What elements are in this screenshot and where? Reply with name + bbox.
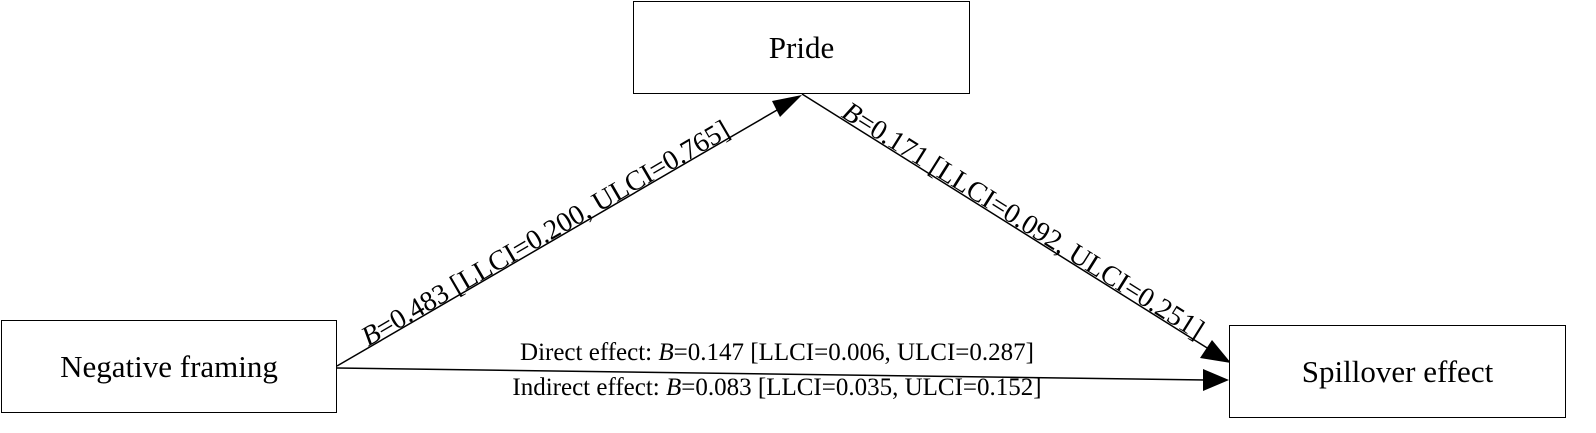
- indirect-effect-label: Indirect effect: B=0.083 [LLCI=0.035, UL…: [460, 374, 1094, 402]
- arrowhead-pride: [772, 95, 802, 117]
- direct-effect-label: Direct effect: B=0.147 [LLCI=0.006, ULCI…: [470, 339, 1084, 367]
- indirect-effect-text: =0.083 [LLCI=0.035, ULCI=0.152]: [681, 374, 1042, 401]
- arrowhead-spillover-from-pride: [1200, 340, 1231, 363]
- direct-effect-prefix: Direct effect:: [520, 339, 659, 366]
- arrow-negative-to-pride: [336, 105, 785, 367]
- node-pride-label: Pride: [768, 29, 835, 65]
- arrow-direct-effect: [336, 367, 1207, 381]
- arrowhead-spillover-direct: [1203, 369, 1229, 391]
- node-pride: Pride: [633, 1, 970, 94]
- node-negative-framing-label: Negative framing: [60, 348, 278, 384]
- indirect-effect-b-symbol: B: [666, 374, 682, 401]
- arrow-pride-to-spillover: [801, 93, 1213, 352]
- direct-effect-text: =0.147 [LLCI=0.006, ULCI=0.287]: [673, 339, 1034, 366]
- direct-effect-b-symbol: B: [658, 339, 674, 366]
- node-spillover-effect: Spillover effect: [1229, 325, 1566, 418]
- node-spillover-effect-label: Spillover effect: [1301, 353, 1494, 389]
- indirect-effect-prefix: Indirect effect:: [512, 374, 666, 401]
- node-negative-framing: Negative framing: [1, 320, 337, 413]
